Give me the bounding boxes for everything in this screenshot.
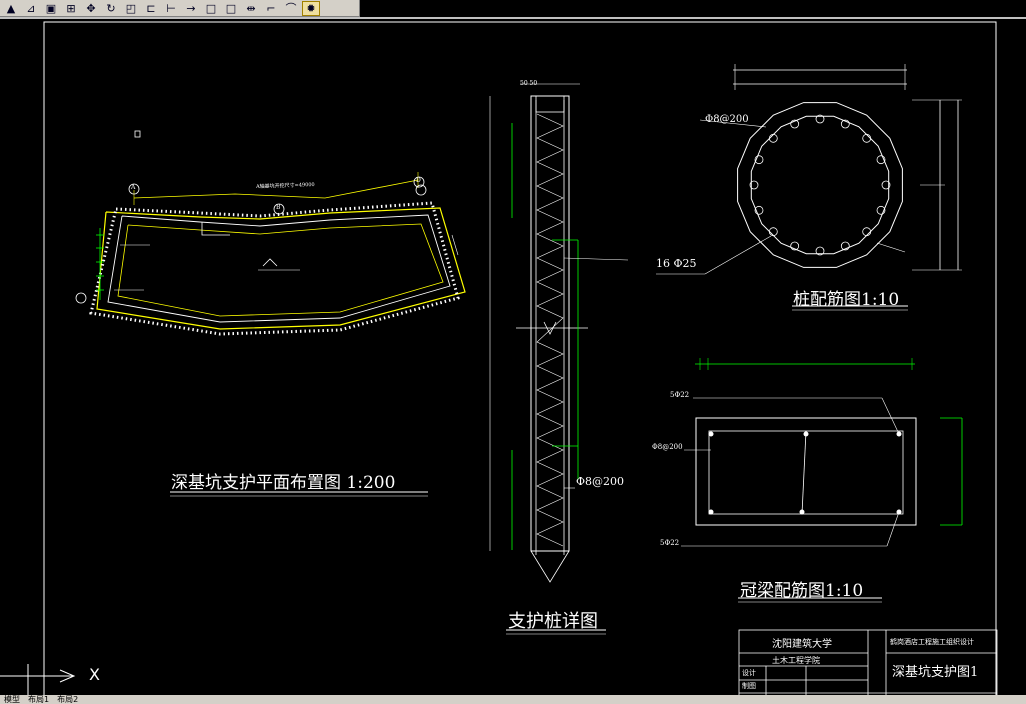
pile-main-bar-label: 16 Φ25 [656, 257, 697, 270]
mirror-icon[interactable]: ⊿ [26, 1, 36, 15]
pile-tip [530, 550, 570, 583]
pile-detail-stirrup-label: Φ8@200 [576, 475, 625, 488]
pile-main-bar [862, 133, 872, 143]
pile-stirrup-zigzag [536, 113, 564, 547]
pile-stirrup-label: Φ8@200 [705, 114, 749, 125]
ucs-icon [0, 664, 76, 695]
cad-drawing-area[interactable]: 深基坑支护平面布置图 1:200 支护桩详图 桩配筋图1:10 冠梁配筋图1:1… [0, 19, 1026, 703]
leader-mark [201, 222, 230, 236]
beam-rebar-title: 冠梁配筋图1:10 [740, 581, 864, 601]
pile-main-bar [840, 119, 850, 129]
pile-main-bar [876, 155, 886, 165]
grid-bubble-d2 [415, 184, 427, 196]
elevation-mark [262, 258, 278, 267]
pile-detail-title: 支护桩详图 [508, 611, 598, 632]
pile-section-inner [750, 115, 890, 255]
beam-outline [695, 417, 917, 526]
sheet-border [43, 21, 997, 695]
phi-leader [876, 242, 906, 253]
explode-icon[interactable]: ✹ [302, 0, 320, 16]
title-row-draw: 制图 [742, 682, 756, 690]
plan-title: 深基坑支护平面布置图 1:200 [171, 473, 396, 493]
pile-rebar-title: 桩配筋图1:10 [793, 290, 900, 310]
plan-dimension-line [133, 179, 419, 199]
pile-main-bar [768, 133, 778, 143]
pile-main-bar [790, 119, 800, 129]
move-icon[interactable]: ✥ [86, 1, 96, 15]
erase-icon[interactable]: ▲ [6, 1, 16, 15]
tab-layout-1[interactable]: 布局1 [28, 695, 50, 704]
grid-bubble-d [413, 176, 425, 188]
beam-top-bar-label: 5Φ22 [670, 391, 690, 399]
pile-main-bar [754, 205, 764, 215]
modify-toolbar: ▲ ⊿ ▣ ⊞ ✥ ↻ ◰ ⊏ ⊢ → □ □ ⇹ ⌐ ⌒ ✹ [0, 0, 360, 17]
plan-callout-3 [451, 234, 459, 256]
chamfer-icon[interactable]: ⌐ [266, 1, 276, 15]
stirrup-leader [699, 119, 767, 128]
pile-main-bar [862, 227, 872, 237]
title-row-design: 设计 [742, 669, 756, 677]
title-drawing-name: 深基坑支护图1 [892, 665, 979, 680]
pile-main-bars [749, 114, 891, 256]
pit-outer-boundary [96, 207, 466, 330]
pile-break-symbol [543, 321, 557, 335]
plan-green-ticks [96, 228, 104, 300]
beam-bars [708, 431, 902, 515]
drawing-canvas [0, 21, 998, 695]
fillet-icon[interactable]: ⌒ [285, 2, 297, 15]
toolbar-divider [0, 17, 1026, 19]
pile-detail-dims: 50 50 [520, 80, 538, 87]
break-at-point-icon[interactable]: □ [225, 1, 237, 15]
pile-outline [530, 95, 570, 552]
title-block [738, 629, 998, 695]
tab-model[interactable]: 模型 [4, 695, 20, 704]
beam-section-view [681, 358, 963, 603]
plan-grid-mid: B [276, 204, 281, 211]
axis-x-label: X [89, 665, 100, 684]
beam-bottom-bar-label: 5Φ22 [660, 539, 680, 547]
pile-main-bar [881, 180, 891, 190]
pile-detail-view [489, 83, 629, 635]
pile-main-bar [754, 155, 764, 165]
grid-bubble-b [273, 203, 285, 215]
pile-main-bar [815, 246, 825, 256]
pile-main-bar [876, 205, 886, 215]
pile-main-bar [749, 180, 759, 190]
grid-bubble-a [128, 183, 140, 195]
title-project: 鹤岗酒店工程施工组织设计 [890, 638, 974, 646]
pile-main-bar [768, 227, 778, 237]
array-icon[interactable]: ⊞ [66, 1, 76, 15]
pile-phi-leader [563, 257, 629, 261]
grid-bubble-left [75, 292, 87, 304]
pile-section-outer [737, 102, 903, 268]
stretch-icon[interactable]: ⊏ [146, 1, 156, 15]
pile-section-view [656, 64, 962, 311]
pile-row-outer [89, 201, 460, 336]
beam-stirrup-label: Φ8@200 [652, 443, 683, 451]
rotate-icon[interactable]: ↻ [106, 1, 116, 15]
pile-main-bar [790, 241, 800, 251]
pit-inner-wall [107, 214, 451, 323]
plan-view [75, 130, 466, 497]
plan-grid-left: A [131, 184, 136, 191]
trim-icon[interactable]: ⊢ [166, 1, 176, 15]
pile-cap [535, 95, 565, 113]
extend-icon[interactable]: → [186, 1, 196, 15]
pile-main-bar [840, 241, 850, 251]
pile-main-bar [815, 114, 825, 124]
main-bar-leader [704, 235, 772, 275]
beam-tie [801, 430, 807, 515]
break-icon[interactable]: □ [205, 1, 217, 15]
pit-excavation-line [117, 223, 444, 317]
layout-tabs: 模型 布局1 布局2 [0, 695, 1026, 704]
join-icon[interactable]: ⇹ [246, 1, 256, 15]
plan-grid-right: D [416, 177, 421, 184]
offset-icon[interactable]: ▣ [45, 1, 57, 15]
scale-icon[interactable]: ◰ [125, 1, 137, 15]
tab-layout-2[interactable]: 布局2 [57, 695, 79, 704]
plan-marker [134, 130, 141, 138]
title-dept: 土木工程学院 [772, 656, 820, 665]
beam-stirrup [708, 430, 904, 515]
title-school: 沈阳建筑大学 [772, 639, 832, 650]
